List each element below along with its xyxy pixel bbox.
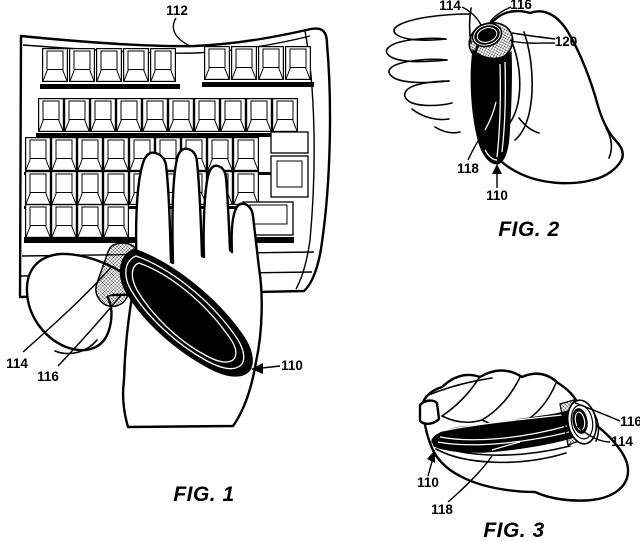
- thumb-device-illustration: [431, 399, 598, 464]
- fig2-ref-120: 120: [555, 34, 578, 49]
- figure-3-illustration: 116 114 110 118 FIG. 3: [417, 369, 640, 541]
- fig3-ref-118: 118: [431, 502, 453, 517]
- fig2-caption: FIG. 2: [498, 218, 559, 241]
- fig2-ref-116: 116: [510, 0, 532, 12]
- reference-leaders: [461, 6, 556, 188]
- thumb-device-illustration: [95, 242, 253, 377]
- fig1-caption: FIG. 1: [173, 483, 234, 506]
- fig3-ref-116: 116: [620, 414, 640, 429]
- fig1-ref-116: 116: [37, 369, 59, 384]
- arrow-110: [427, 450, 435, 463]
- fig3-caption: FIG. 3: [483, 519, 544, 541]
- device-body: [119, 248, 253, 377]
- arrow-110: [492, 164, 502, 174]
- figure-1-illustration: 112 114 116 110 FIG. 1: [6, 3, 332, 506]
- fig3-ref-110: 110: [417, 475, 439, 490]
- figure-2-illustration: 114 116 120 118 110 FIG. 2: [385, 0, 624, 241]
- fig2-ref-110: 110: [486, 188, 508, 203]
- fig1-ref-114: 114: [6, 356, 28, 371]
- arrow-110: [251, 363, 263, 374]
- fig2-ref-118: 118: [457, 161, 479, 176]
- reference-leaders: [22, 17, 281, 374]
- fig3-ref-114: 114: [611, 434, 633, 449]
- fig2-ref-114: 114: [439, 0, 461, 13]
- reference-leaders: [427, 401, 621, 503]
- fig1-ref-110: 110: [281, 358, 303, 373]
- fig1-ref-112: 112: [166, 3, 188, 18]
